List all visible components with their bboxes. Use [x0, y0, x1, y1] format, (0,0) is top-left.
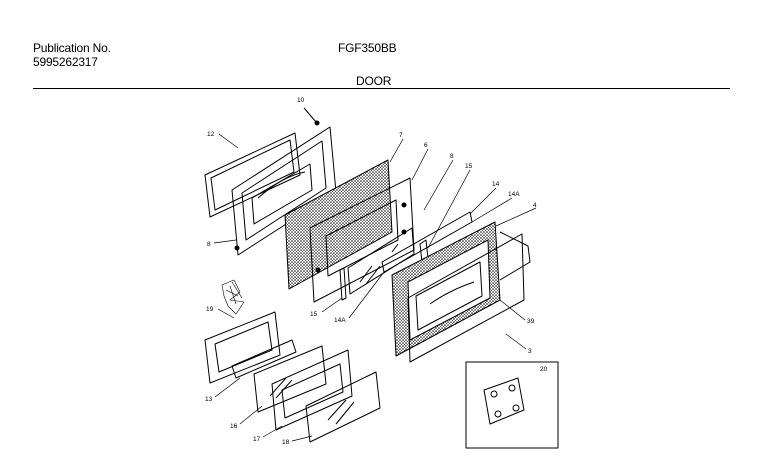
callout-15-lower: 15 [310, 311, 318, 318]
screw-part-10 [303, 107, 320, 126]
glass-frame-part-17 [271, 349, 353, 431]
inner-door-liner [231, 126, 337, 256]
door-frame-part-4 [391, 221, 501, 357]
callout-14: 14 [492, 181, 500, 188]
publication-label: Publication No. [33, 41, 111, 55]
door-panel-part-6 [309, 177, 415, 303]
callout-17: 17 [253, 436, 261, 443]
callout-15: 15 [465, 163, 473, 170]
callout-4: 4 [533, 202, 537, 209]
callout-20: 20 [540, 366, 548, 373]
callout-3: 3 [528, 348, 532, 355]
outer-glass-part-3 [407, 233, 525, 363]
hinge-plate-inset-part-20 [465, 361, 559, 449]
model-number: FGF350BB [338, 41, 397, 55]
callout-8: 8 [450, 153, 454, 160]
publication-number: 5995262317 [33, 55, 98, 69]
callout-14a-lower: 14A [334, 317, 346, 324]
callout-13: 13 [205, 396, 213, 403]
trim-strip-part-39 [499, 231, 531, 281]
callout-12: 12 [207, 131, 215, 138]
glass-part-16 [253, 345, 327, 413]
callout-8-lower: 8 [207, 241, 211, 248]
window-glass-part-8 [347, 227, 415, 295]
gasket-frame-part-12 [204, 132, 301, 218]
glass-part-18 [305, 371, 381, 443]
callout-14a: 14A [508, 191, 520, 198]
section-title: DOOR [356, 74, 392, 88]
callout-16: 16 [230, 423, 238, 430]
callout-19: 19 [206, 306, 214, 313]
header-rule [33, 88, 730, 89]
callout-10: 10 [297, 97, 305, 104]
callout-7: 7 [399, 132, 403, 139]
spring-bracket-part-16 [221, 279, 245, 315]
glass-retainer-part-15 [339, 267, 347, 301]
leader-lines [213, 133, 537, 442]
seal-part-19 [231, 339, 297, 379]
callout-6: 6 [424, 142, 428, 149]
callout-18: 18 [282, 439, 290, 446]
glass-frame-part-13 [204, 311, 281, 384]
callout-39: 39 [527, 318, 535, 325]
